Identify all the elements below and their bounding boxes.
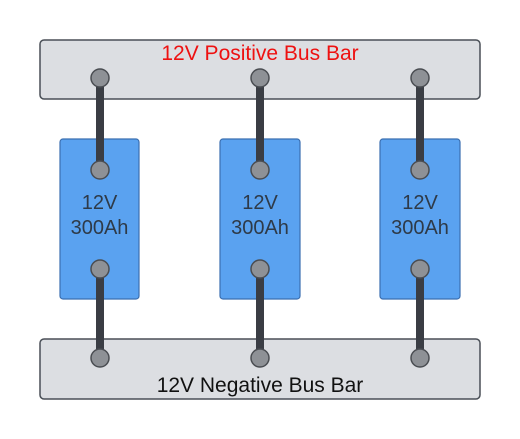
battery-voltage-label: 12V <box>82 192 118 214</box>
battery-negative-terminal <box>90 259 110 279</box>
positive-bus-terminal <box>410 68 430 88</box>
battery-negative-terminal <box>250 259 270 279</box>
battery-negative-terminal <box>410 259 430 279</box>
positive-bus-terminal <box>250 68 270 88</box>
battery-capacity-label: 300Ah <box>71 217 129 239</box>
battery-2: 12V 300Ah <box>219 138 301 300</box>
battery-positive-terminal <box>90 160 110 180</box>
battery-capacity-label: 300Ah <box>391 217 449 239</box>
negative-bus-terminal <box>90 348 110 368</box>
battery-capacity-label: 300Ah <box>231 217 289 239</box>
negative-bus-label: 12V Negative Bus Bar <box>157 374 364 397</box>
positive-bus-terminal <box>90 68 110 88</box>
battery-3: 12V 300Ah <box>379 138 461 300</box>
battery-positive-terminal <box>250 160 270 180</box>
negative-bus-terminal <box>410 348 430 368</box>
battery-positive-terminal <box>410 160 430 180</box>
battery-voltage-label: 12V <box>242 192 278 214</box>
negative-bus-terminal <box>250 348 270 368</box>
positive-bus-label: 12V Positive Bus Bar <box>161 42 358 65</box>
battery-1: 12V 300Ah <box>59 138 140 300</box>
battery-voltage-label: 12V <box>402 192 438 214</box>
